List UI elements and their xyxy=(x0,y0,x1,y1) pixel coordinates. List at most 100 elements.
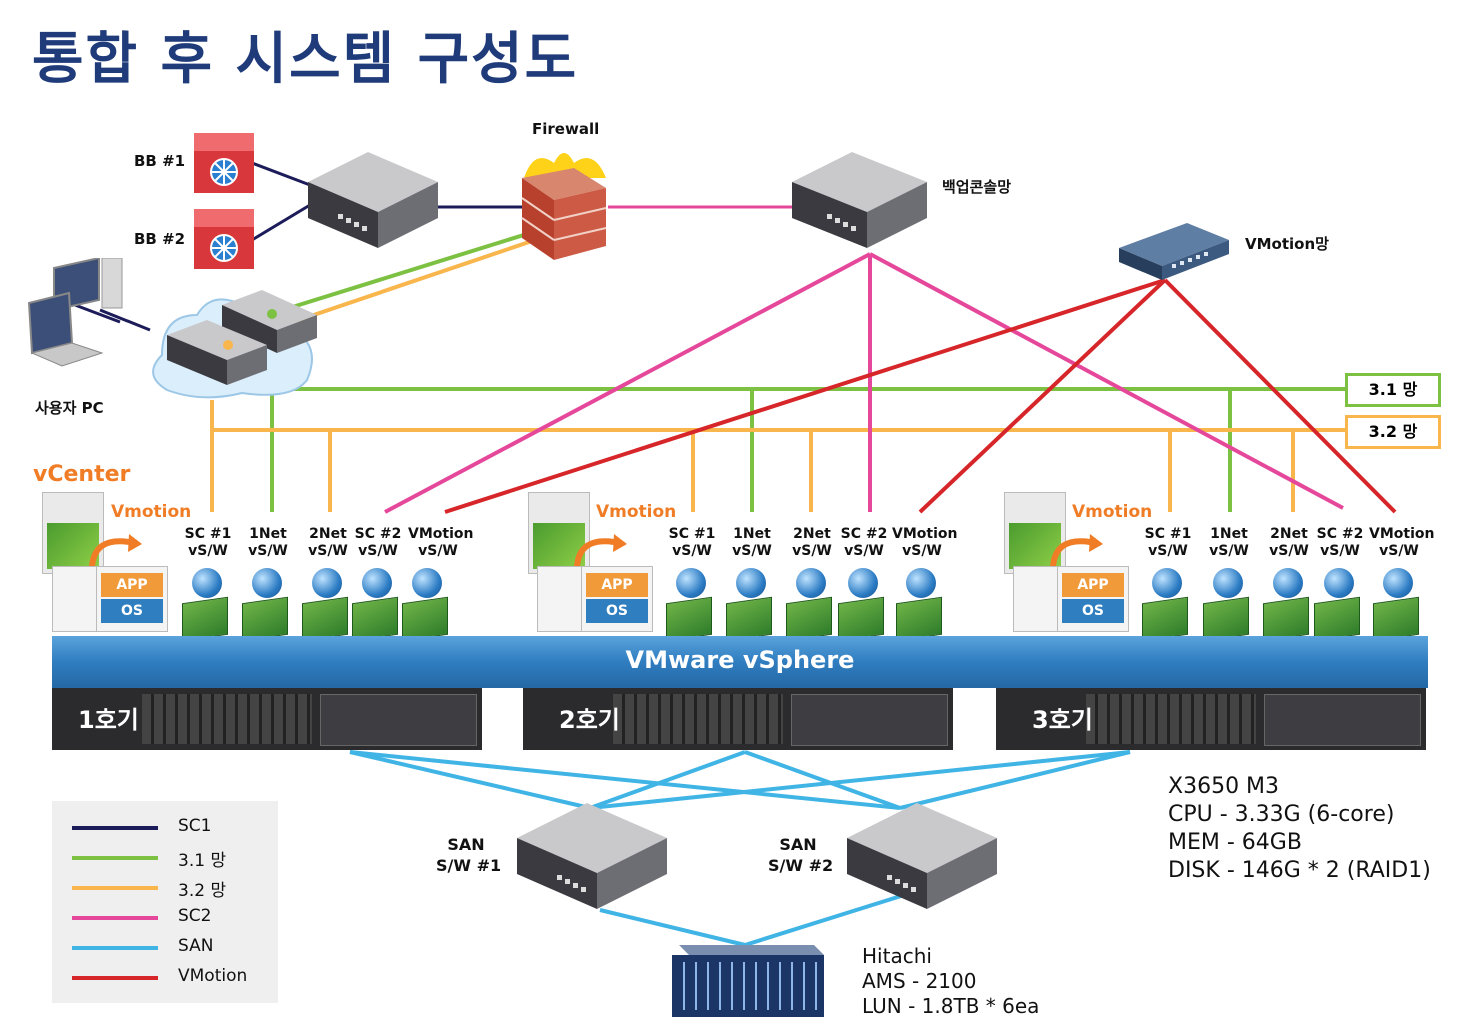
globe-icon xyxy=(676,568,706,598)
vm-card-icon xyxy=(537,566,587,632)
spec-model: X3650 M3 xyxy=(1168,774,1280,799)
firewall-icon xyxy=(521,153,607,260)
vmotion-switch-icon xyxy=(1119,223,1229,280)
vmotion-arrow-icon xyxy=(574,534,627,568)
storage-lun: LUN - 1.8TB * 6ea xyxy=(862,994,1040,1018)
nic-card-icon xyxy=(1263,596,1309,642)
globe-icon xyxy=(1273,568,1303,598)
globe-icon xyxy=(312,568,342,598)
vsphere-label: VMware vSphere xyxy=(625,646,855,674)
nic-card-icon xyxy=(786,596,832,642)
vm-card: APP OS xyxy=(1057,566,1129,632)
vmotion-label: Vmotion xyxy=(111,502,192,522)
globe-icon xyxy=(1213,568,1243,598)
os-layer: OS xyxy=(101,599,163,623)
globe-icon xyxy=(192,568,222,598)
globe-icon xyxy=(906,568,936,598)
legend-swatch xyxy=(72,976,158,980)
os-layer: OS xyxy=(586,599,648,623)
vm-card: APP OS xyxy=(96,566,168,632)
vsphere-bar: VMware vSphere xyxy=(52,636,1428,688)
globe-icon xyxy=(736,568,766,598)
backup-switch-icon xyxy=(792,152,927,248)
firewall-label: Firewall xyxy=(532,120,600,138)
spec-disk: DISK - 146G * 2 (RAID1) xyxy=(1168,858,1431,883)
legend-swatch xyxy=(72,946,158,950)
globe-icon xyxy=(848,568,878,598)
globe-icon xyxy=(362,568,392,598)
legend-swatch xyxy=(72,886,158,890)
nic-card-icon xyxy=(1373,596,1419,642)
vmotion-label: Vmotion xyxy=(1072,502,1153,522)
nic-card-icon xyxy=(838,596,884,642)
vcenter-box-icon xyxy=(1004,492,1066,574)
nic-card-icon xyxy=(402,596,448,642)
user-pc-icon xyxy=(27,258,123,367)
page-title: 통합 후 시스템 구성도 xyxy=(32,27,579,92)
bb1-router-icon xyxy=(194,133,254,193)
nic-card-icon xyxy=(666,596,712,642)
connection-dot-icon xyxy=(267,309,277,319)
legend-swatch xyxy=(72,856,158,860)
spec-cpu: CPU - 3.33G (6-core) xyxy=(1168,802,1395,827)
san-switch-2-icon xyxy=(847,803,997,909)
legend: SC1 3.1 망 3.2 망 SC2 SAN VMotion xyxy=(52,801,278,1003)
net32-box: 3.2 망 xyxy=(1345,415,1441,449)
storage-name: Hitachi xyxy=(862,944,932,968)
globe-icon xyxy=(1383,568,1413,598)
nic-card-icon xyxy=(726,596,772,642)
vcenter-label: vCenter xyxy=(33,462,131,487)
app-layer: APP xyxy=(101,573,163,597)
legend-swatch xyxy=(72,826,158,830)
vm-card-icon xyxy=(1013,566,1063,632)
storage-array-icon xyxy=(672,945,824,1017)
san-switch-1-icon xyxy=(517,803,667,909)
globe-icon xyxy=(252,568,282,598)
nic-card-icon xyxy=(1203,596,1249,642)
nic-card-icon xyxy=(352,596,398,642)
nic-card-icon xyxy=(896,596,942,642)
host-server-1: 1호기 xyxy=(52,688,482,750)
bb1-label: BB #1 xyxy=(134,152,186,170)
vmotion-label: Vmotion xyxy=(596,502,677,522)
host-label: 2호기 xyxy=(559,706,620,734)
app-layer: APP xyxy=(1062,573,1124,597)
user-pc-label: 사용자 PC xyxy=(35,399,104,417)
vmotion-net-label: VMotion망 xyxy=(1245,235,1329,253)
app-layer: APP xyxy=(586,573,648,597)
bb2-router-icon xyxy=(194,209,254,269)
globe-icon xyxy=(1152,568,1182,598)
backup-console-label: 백업콘솔망 xyxy=(942,178,1012,196)
nic-card-icon xyxy=(1314,596,1360,642)
vm-card-icon xyxy=(52,566,102,632)
net31-box: 3.1 망 xyxy=(1345,373,1441,407)
host-label: 1호기 xyxy=(78,706,139,734)
host-server-3: 3호기 xyxy=(996,688,1426,750)
host-server-2: 2호기 xyxy=(523,688,953,750)
nic-card-icon xyxy=(182,596,228,642)
legend-swatch xyxy=(72,916,158,920)
connection-dot-icon xyxy=(223,340,233,350)
bb2-label: BB #2 xyxy=(134,230,186,248)
os-layer: OS xyxy=(1062,599,1124,623)
vmotion-arrow-icon xyxy=(1050,534,1103,568)
nic-card-icon xyxy=(302,596,348,642)
globe-icon xyxy=(796,568,826,598)
nic-card-icon xyxy=(242,596,288,642)
